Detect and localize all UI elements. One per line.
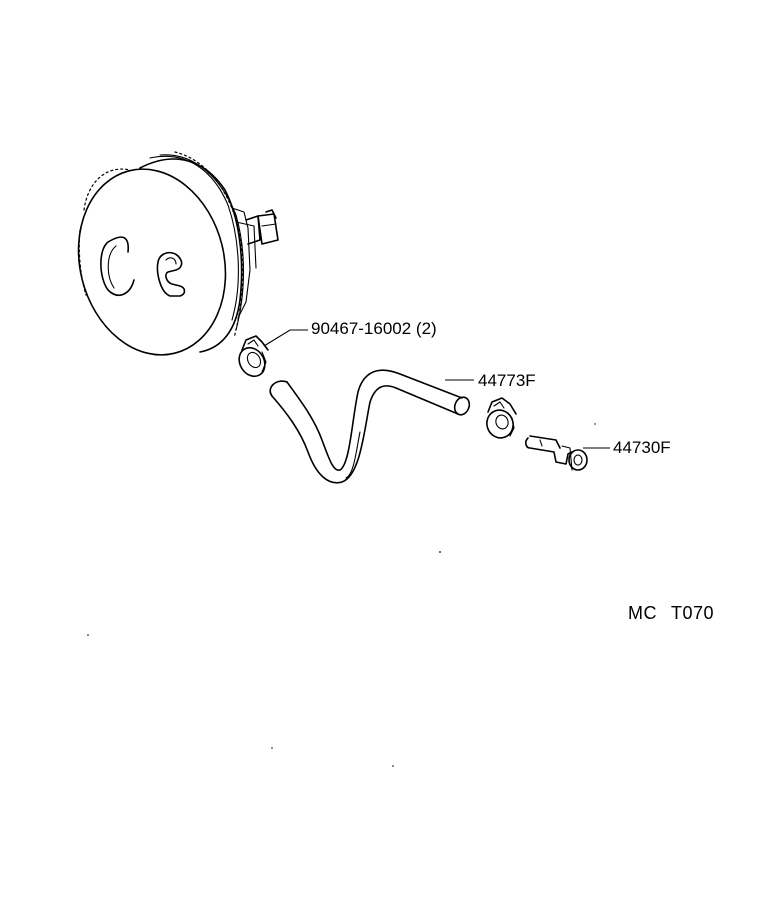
scan-specks [87, 423, 596, 767]
illustration-code-number: T070 [671, 603, 715, 623]
clamp-leader-line [263, 329, 308, 347]
hose-part-number: 44773F [478, 371, 536, 390]
hose-clamp-right [486, 397, 517, 439]
valve-part-number: 44730F [613, 438, 671, 457]
clamp-part-number: 90467-16002 (2) [311, 319, 437, 338]
vacuum-hose [269, 369, 471, 484]
illustration-code-prefix: MC [628, 603, 657, 623]
check-valve [525, 435, 588, 471]
brake-booster [77, 151, 279, 356]
hose-clamp-left [238, 335, 269, 378]
